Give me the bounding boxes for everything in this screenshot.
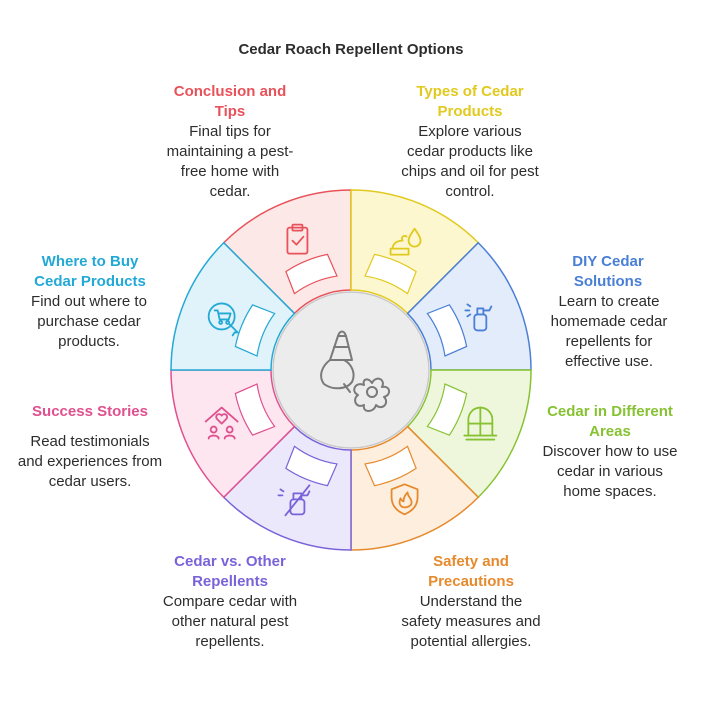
section-heading-success: Success Stories bbox=[32, 403, 148, 420]
section-desc-types: Explore various cedar products like chip… bbox=[401, 123, 539, 200]
segment-6 bbox=[222, 425, 352, 551]
center-circle bbox=[272, 291, 430, 449]
section-heading-diy: DIY Cedar Solutions bbox=[572, 253, 644, 290]
section-heading-types: Types of Cedar Products bbox=[416, 83, 524, 120]
segment-4 bbox=[406, 369, 532, 499]
section-desc-diy: Learn to create homemade cedar repellent… bbox=[550, 293, 668, 370]
segment-notch-6 bbox=[285, 445, 338, 487]
segment-icons bbox=[204, 223, 498, 517]
spray-bottle-icon bbox=[464, 303, 493, 332]
section-heading-safety: Safety and Precautions bbox=[428, 553, 514, 590]
cedar-oil-drop-icon bbox=[389, 227, 422, 256]
diagram-title: Cedar Roach Repellent Options bbox=[238, 41, 464, 58]
section-desc-versus: Compare cedar with other natural pest re… bbox=[162, 593, 298, 650]
segment-notch-2 bbox=[364, 253, 417, 295]
cedar-roach-repellent-icon bbox=[320, 330, 390, 412]
section-desc-areas: Discover how to use cedar in various hom… bbox=[542, 443, 678, 500]
segment-2 bbox=[350, 189, 480, 315]
segment-notch-4 bbox=[426, 383, 468, 436]
window-home-icon bbox=[463, 406, 498, 441]
segment-notch-5 bbox=[364, 445, 417, 487]
no-spray-icon bbox=[277, 484, 311, 517]
section-desc-buy: Find out where to purchase cedar product… bbox=[31, 293, 147, 350]
shopping-cart-icon bbox=[207, 302, 239, 337]
happy-home-icon bbox=[204, 406, 239, 440]
section-desc-conclusion: Final tips for maintaining a pest-free h… bbox=[166, 123, 294, 200]
center-hub bbox=[272, 291, 430, 449]
section-desc-safety: Understand the safety measures and poten… bbox=[401, 593, 541, 650]
segment-notch-1 bbox=[285, 253, 338, 295]
section-heading-buy: Where to Buy Cedar Products bbox=[34, 253, 146, 290]
segment-8 bbox=[170, 241, 296, 371]
wheel-notches bbox=[234, 253, 468, 487]
section-heading-areas: Cedar in Different Areas bbox=[547, 403, 673, 440]
segment-notch-3 bbox=[426, 304, 468, 357]
section-desc-success: Read testimonials and experiences from c… bbox=[17, 433, 163, 490]
segment-notch-7 bbox=[234, 383, 276, 436]
segment-7 bbox=[170, 369, 296, 499]
segment-notch-8 bbox=[234, 304, 276, 357]
clipboard-check-icon bbox=[286, 223, 309, 255]
section-heading-conclusion: Conclusion and Tips bbox=[173, 83, 287, 120]
fire-shield-icon bbox=[390, 483, 419, 516]
section-heading-versus: Cedar vs. Other Repellents bbox=[174, 553, 286, 590]
